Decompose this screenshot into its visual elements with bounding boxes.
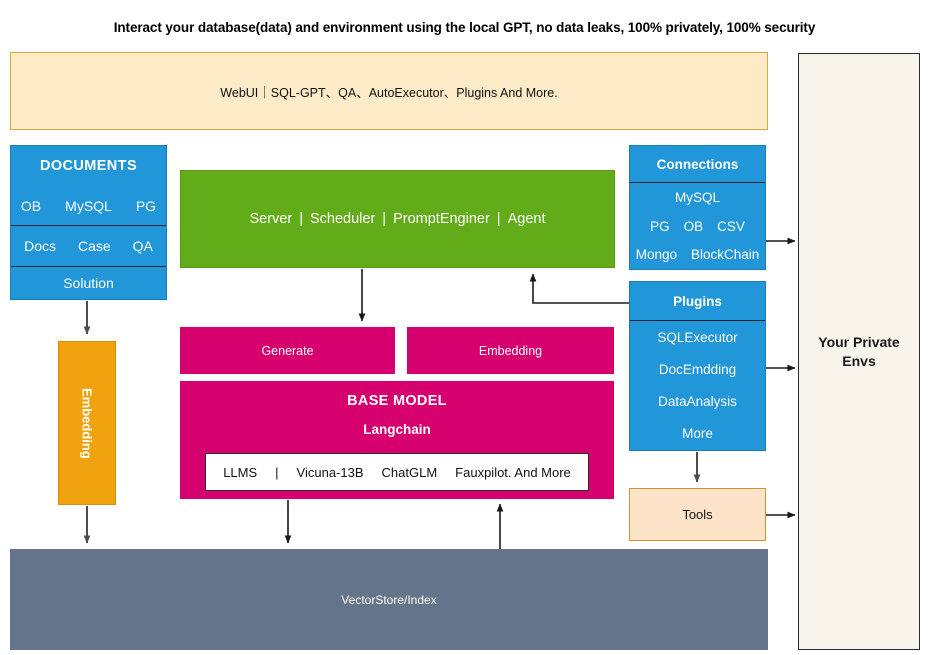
documents-item-docs: Docs [24, 238, 56, 254]
server-separator-1: | [299, 211, 303, 227]
base-model-title: BASE MODEL [347, 393, 447, 409]
connections-header: Connections [630, 146, 765, 183]
plugins-item-sqlexecutor: SQLExecutor [657, 329, 738, 345]
page-title: Interact your database(data) and environ… [113, 19, 816, 35]
plugins-item-dataanalysis: DataAnalysis [658, 394, 737, 410]
server-separator-3: | [496, 211, 501, 227]
tools-label: Tools [682, 507, 713, 522]
llms-strip: LLMS | Vicuna-13B ChatGLM Fauxpilot. And… [205, 453, 589, 491]
tools-box: Tools [629, 488, 766, 541]
documents-row-databases: OB MySQL PG [11, 186, 166, 226]
plugins-item-more: More [682, 426, 713, 442]
connections-row-2: PG OB CSV [630, 212, 765, 241]
server-separator-2: | [382, 211, 387, 227]
webui-label: WebUI｜SQL-GPT、QA、AutoExecutor、Plugins An… [220, 85, 558, 100]
connections-item-mongo: Mongo [635, 247, 677, 263]
embedding-vertical-label: Embedding [79, 387, 95, 459]
documents-item-pg: PG [135, 197, 157, 214]
server-item-server: Server [249, 211, 293, 227]
embedding-vertical-box: Embedding [58, 341, 116, 505]
connections-row-1: MySQL [630, 183, 765, 212]
documents-item-ob: OB [20, 197, 42, 214]
vectorstore-label: VectorStore/Index [341, 592, 437, 607]
connections-item-ob: OB [683, 218, 704, 234]
arrow-plugins-to-server [529, 273, 629, 304]
connections-panel: Connections MySQL PG OB CSV Mongo BlockC… [629, 145, 766, 270]
plugins-panel: Plugins SQLExecutor DocEmdding DataAnaly… [629, 281, 766, 451]
documents-panel: DOCUMENTS OB MySQL PG Docs Case QA Solut… [10, 145, 167, 300]
llms-item-fauxpilot: Fauxpilot. And More [455, 464, 571, 480]
llms-item-vicuna: Vicuna-13B [296, 464, 364, 480]
connections-item-blockchain: BlockChain [690, 247, 760, 263]
generate-label: Generate [261, 343, 314, 358]
embedding-box: Embedding [407, 327, 614, 374]
private-envs-panel: Your Private Envs [798, 53, 920, 650]
plugins-header: Plugins [630, 282, 765, 321]
documents-row-content: Docs Case QA [11, 226, 166, 267]
embedding-label: Embedding [478, 343, 543, 358]
vectorstore-box: VectorStore/Index [10, 549, 768, 650]
server-item-agent: Agent [507, 211, 546, 227]
llms-label: LLMS [223, 464, 258, 480]
private-envs-line1: Your Private [818, 333, 900, 350]
documents-item-mysql: MySQL [65, 197, 112, 214]
webui-banner: WebUI｜SQL-GPT、QA、AutoExecutor、Plugins An… [10, 52, 768, 130]
private-envs-line2: Envs [842, 352, 876, 369]
server-item-scheduler: Scheduler [310, 211, 376, 227]
generate-box: Generate [180, 327, 395, 374]
server-box: Server | Scheduler | PromptEnginer | Age… [180, 170, 615, 268]
base-model-subtitle: Langchain [363, 422, 431, 437]
documents-row-solution: Solution [63, 275, 114, 291]
connections-item-pg: PG [650, 218, 670, 234]
base-model-box: BASE MODEL Langchain LLMS | Vicuna-13B C… [180, 381, 614, 499]
documents-item-qa: QA [132, 238, 153, 254]
connections-item-csv: CSV [717, 218, 745, 234]
documents-item-case: Case [77, 238, 111, 254]
llms-separator: | [275, 464, 279, 480]
connections-item-mysql: MySQL [674, 189, 720, 205]
llms-item-chatglm: ChatGLM [381, 464, 438, 480]
plugins-item-docemdding: DocEmdding [658, 361, 737, 377]
documents-header: DOCUMENTS [39, 158, 138, 174]
server-item-promptenginer: PromptEnginer [393, 211, 490, 227]
connections-row-3: Mongo BlockChain [630, 240, 765, 269]
